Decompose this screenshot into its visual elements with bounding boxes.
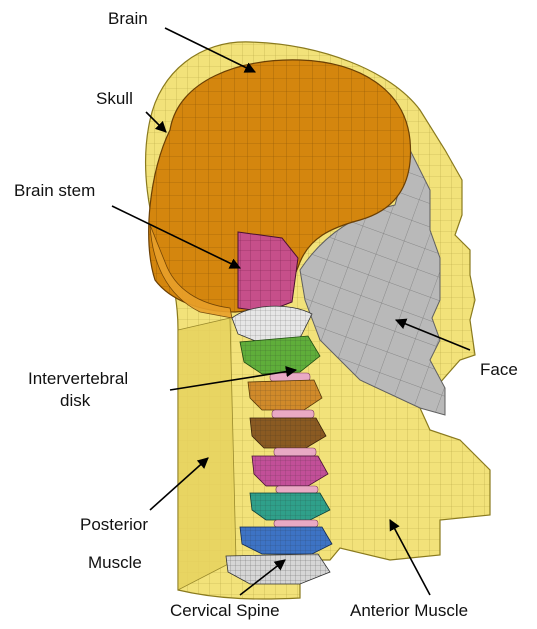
brain-stem-region bbox=[237, 231, 299, 313]
label-brain: Brain bbox=[108, 9, 148, 28]
arrow-brain-stem bbox=[111, 205, 242, 269]
neck-cut-surface bbox=[177, 317, 237, 591]
label-skull: Skull bbox=[96, 89, 133, 108]
vertebra-c3-mesh bbox=[248, 380, 322, 410]
intervertebral-disk-1 bbox=[269, 372, 311, 382]
vertebra-c5-mesh bbox=[252, 456, 328, 486]
face-mesh bbox=[300, 150, 445, 415]
cervical-spine bbox=[225, 305, 333, 585]
labels: Brain Skull Brain stem Intervertebral di… bbox=[14, 9, 518, 620]
arrow-cervical-spine bbox=[239, 559, 286, 596]
pointer-arrows bbox=[111, 27, 471, 596]
arrow-skull bbox=[145, 111, 167, 133]
intervertebral-disk-2 bbox=[271, 409, 315, 419]
label-intervertebral-line2: disk bbox=[60, 391, 91, 410]
label-brain-stem: Brain stem bbox=[14, 181, 95, 200]
arrow-brain bbox=[164, 27, 257, 73]
arrow-posterior-muscle bbox=[149, 457, 209, 511]
arrow-face bbox=[394, 318, 471, 351]
vertebra-c4-mesh bbox=[250, 418, 326, 448]
vertebra-c7-mesh bbox=[240, 527, 332, 554]
vertebra-c2-mesh bbox=[240, 336, 320, 374]
vertebra-c6-mesh bbox=[250, 493, 330, 520]
brain-region bbox=[148, 59, 412, 319]
label-cervical-spine: Cervical Spine bbox=[170, 601, 280, 620]
intervertebral-disk-3 bbox=[273, 447, 317, 457]
intervertebral-disk-4 bbox=[275, 485, 319, 494]
arrow-intervertebral-disk bbox=[169, 366, 298, 391]
label-anterior-muscle: Anterior Muscle bbox=[350, 601, 468, 620]
brain-mesh bbox=[148, 59, 411, 312]
brain-stem-mesh bbox=[238, 232, 298, 312]
label-face: Face bbox=[480, 360, 518, 379]
intervertebral-disk-5 bbox=[273, 519, 319, 528]
arrow-anterior-muscle bbox=[389, 519, 431, 596]
face-region bbox=[299, 148, 446, 416]
label-posterior-line1: Posterior bbox=[80, 515, 148, 534]
label-posterior-line2: Muscle bbox=[88, 553, 142, 572]
vertebra-c1-mesh bbox=[232, 306, 312, 342]
label-intervertebral-line1: Intervertebral bbox=[28, 369, 128, 388]
